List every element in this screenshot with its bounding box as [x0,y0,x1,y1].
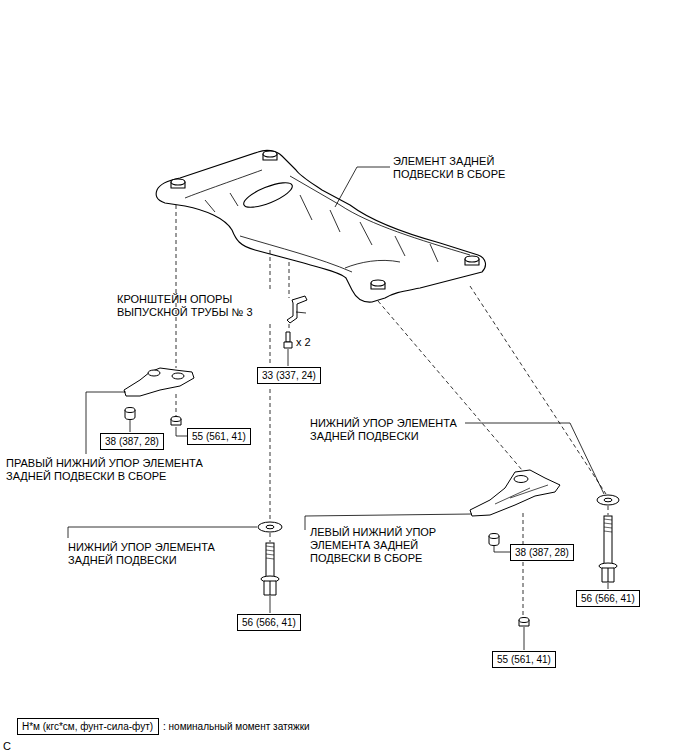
member-cutout [241,178,295,212]
bolt-shaft [286,332,290,342]
torque-box: 33 (337, 24) [257,367,321,384]
leader-line [130,420,131,432]
torque-value: Н*м (кгс*см, фунт-сила-фут) [22,720,154,733]
bolt-shaft [604,516,612,564]
leader-line [68,527,257,538]
leader-line [176,427,187,436]
torque-box: 56 (566, 41) [576,590,640,607]
legend-entry: : номинальный момент затяжки [163,720,310,733]
leader-line [608,583,609,589]
torque-value: 55 (561, 41) [192,430,246,443]
torque-box: Н*м (кгс*см, фунт-сила-фут) [17,718,159,735]
leader-line [270,596,271,613]
stopper-boss [148,370,160,376]
leader-lines [68,167,608,650]
bolt-head [284,342,292,348]
bolt-head [264,581,276,595]
part-label: ЛЕВЫЙ НИЖНИЙ УПОР ЭЛЕМЕНТА ЗАДНЕЙ ПОДВЕС… [310,526,460,565]
assembly-line [289,262,290,331]
label-text: ПРАВЫЙ НИЖНИЙ УПОР ЭЛЕМЕНТА ЗАДНЕЙ ПОДВЕ… [6,457,203,482]
right-stopper [124,368,194,425]
member-detail [185,170,470,272]
part-label: КРОНШТЕЙН ОПОРЫ ВЫПУСКНОЙ ТРУБЫ № 3 [117,293,302,319]
part-label: ПРАВЫЙ НИЖНИЙ УПОР ЭЛЕМЕНТА ЗАДНЕЙ ПОДВЕ… [6,457,231,483]
leader-line [465,423,604,494]
torque-box: 55 (561, 41) [492,651,556,668]
label-text: x 2 [296,336,311,348]
stopper-rib [495,485,548,504]
torque-box: 38 (387, 28) [100,433,164,450]
legend-text: : номинальный момент затяжки [163,721,310,732]
stopper-boss [514,476,528,483]
leader-line [494,546,510,552]
leader-line [288,349,289,366]
torque-box: 56 (566, 41) [237,614,301,631]
torque-value: 56 (566, 41) [242,616,296,629]
stopper-plate [470,470,560,516]
collar [489,534,499,539]
stopper-plate [124,368,194,396]
stopper-washer [258,522,282,532]
center-fastener [258,522,282,595]
leader-line [296,312,306,313]
figure-code: C [3,740,11,753]
bolt-head [602,568,614,582]
label-text: КРОНШТЕЙН ОПОРЫ ВЫПУСКНОЙ ТРУБЫ № 3 [117,293,253,318]
label-text: НИЖНИЙ УПОР ЭЛЕМЕНТА ЗАДНЕЙ ПОДВЕСКИ [310,417,457,442]
stopper-washer [604,498,612,502]
mount-boss [465,256,479,262]
stopper-washer [266,525,274,529]
stopper-boss [172,373,184,379]
mount-boss [263,151,277,157]
torque-value: 56 (566, 41) [581,592,635,605]
part-label: ЭЛЕМЕНТ ЗАДНЕЙ ПОДВЕСКИ В СБОРЕ [393,155,528,181]
quantity-note: x 2 [296,336,311,349]
label-text: C [3,740,11,752]
label-text: ЛЕВЫЙ НИЖНИЙ УПОР ЭЛЕМЕНТА ЗАДНЕЙ ПОДВЕС… [310,526,436,564]
torque-value: 38 (387, 28) [105,435,159,448]
label-text: ЭЛЕМЕНТ ЗАДНЕЙ ПОДВЕСКИ В СБОРЕ [393,155,505,180]
collar [125,408,135,413]
torque-box: 38 (387, 28) [510,544,574,561]
part-label: НИЖНИЙ УПОР ЭЛЕМЕНТА ЗАДНЕЙ ПОДВЕСКИ [68,541,238,567]
assembly-lines [176,205,608,617]
mount-boss [371,280,385,286]
leader-line [335,167,390,207]
bolt-shaft [266,543,274,577]
nut [519,618,529,623]
leader-line [524,627,525,650]
bolt-thread [266,546,274,559]
label-text: НИЖНИЙ УПОР ЭЛЕМЕНТА ЗАДНЕЙ ПОДВЕСКИ [68,541,215,566]
part-label: НИЖНИЙ УПОР ЭЛЕМЕНТА ЗАДНЕЙ ПОДВЕСКИ [310,417,480,443]
assembly-line [270,250,271,542]
assembly-line [470,286,608,515]
bolt-thread [604,519,612,532]
assembly-line [378,301,523,617]
nut [171,417,181,422]
mount-boss [171,179,185,185]
torque-value: 33 (337, 24) [262,369,316,382]
bracket-body [287,296,307,323]
stopper-washer [597,495,619,505]
torque-value: 38 (387, 28) [515,546,569,559]
torque-value: 55 (561, 41) [497,653,551,666]
torque-box: 55 (561, 41) [187,428,251,445]
